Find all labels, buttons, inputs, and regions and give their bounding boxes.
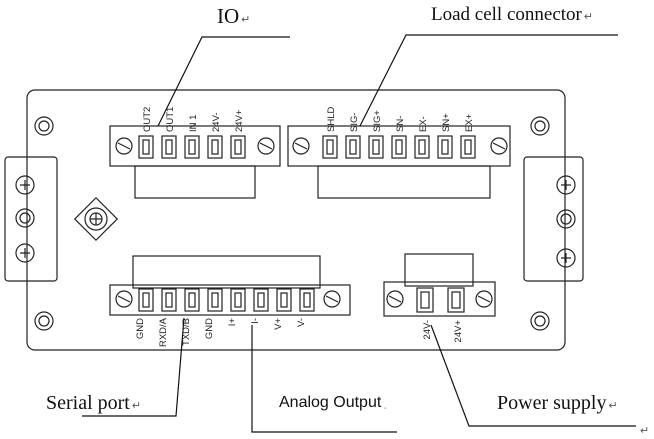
serial-leader-line <box>82 317 185 417</box>
load-cell-leader-line <box>359 34 618 127</box>
io-pin-label: OUT2 <box>142 107 153 132</box>
analog-label-text: Analog Output <box>279 394 382 411</box>
load-cell-label-text: Load cell connector <box>431 4 582 25</box>
analog-small-mark: ˌ <box>383 398 387 410</box>
power-leader-line <box>430 324 636 427</box>
bottom-pin-labels: GND RXD/A TXD/B GND I+ I- V+ V- <box>135 317 307 347</box>
trailing-return-mark: ↵ <box>640 425 650 437</box>
right-mounting-bracket <box>523 156 584 282</box>
load-cell-pin-label: SHLD <box>326 107 337 132</box>
serial-port-callout-label: Serial port↵ <box>46 392 141 415</box>
io-pin-label: OUT1 <box>165 107 176 132</box>
io-callout-label: IO↵ <box>217 4 250 29</box>
bottom-pin-label: GND <box>204 318 215 339</box>
power-supply-callout-label: Power supply↵ <box>497 392 618 415</box>
io-leader-line <box>157 36 290 127</box>
corner-screws <box>34 116 550 331</box>
bottom-pin-label: V- <box>296 318 307 327</box>
load-cell-callout-label: Load cell connector↵ <box>431 4 593 26</box>
load-cell-return-mark: ↵ <box>583 11 594 23</box>
power-label-text: Power supply <box>497 392 607 414</box>
load-cell-pin-label: EX- <box>418 116 429 132</box>
load-cell-terminal-block <box>287 125 511 199</box>
bottom-pin-label: GND <box>135 318 146 339</box>
analog-leader-line <box>251 325 397 433</box>
load-cell-pin-label: SN- <box>395 116 406 132</box>
bottom-pin-label: V+ <box>273 318 284 330</box>
serial-label-text: Serial port <box>46 392 130 414</box>
ground-screw <box>73 196 119 242</box>
power-return-mark: ↵ <box>608 400 618 412</box>
load-cell-pin-label: EX+ <box>464 113 475 132</box>
bottom-pin-label: RXD/A <box>158 317 169 347</box>
io-pin-label: 24V- <box>211 112 222 132</box>
power-pin-label: 24V+ <box>453 320 464 343</box>
io-pin-label: 24V+ <box>234 109 245 132</box>
io-label-text: IO <box>217 4 240 28</box>
io-pin-label: IN 1 <box>188 115 199 132</box>
power-pin-label: 24V- <box>422 320 433 340</box>
load-cell-pin-labels: SHLD SIG- SIG+ SN- EX- SN+ EX+ <box>326 107 475 132</box>
bottom-pin-label: I- <box>250 318 261 324</box>
bottom-pin-label: TXD/B <box>181 318 192 346</box>
bottom-pin-label: I+ <box>227 318 238 327</box>
power-pin-labels: 24V- 24V+ <box>422 320 464 343</box>
callout-leader-lines <box>82 34 636 433</box>
left-mounting-bracket <box>4 156 58 282</box>
serial-return-mark: ↵ <box>131 400 142 412</box>
load-cell-pin-label: SIG- <box>349 112 360 132</box>
io-terminal-block <box>109 125 281 199</box>
bracket-screws <box>15 175 576 268</box>
serial-analog-terminal-block <box>109 255 351 316</box>
power-terminal-block <box>383 253 496 317</box>
io-return-mark: ↵ <box>241 14 251 26</box>
panel-plate <box>26 89 566 351</box>
load-cell-pin-label: SN+ <box>441 113 452 132</box>
load-cell-pin-label: SIG+ <box>372 110 383 132</box>
io-pin-labels: OUT2 OUT1 IN 1 24V- 24V+ <box>142 107 245 132</box>
